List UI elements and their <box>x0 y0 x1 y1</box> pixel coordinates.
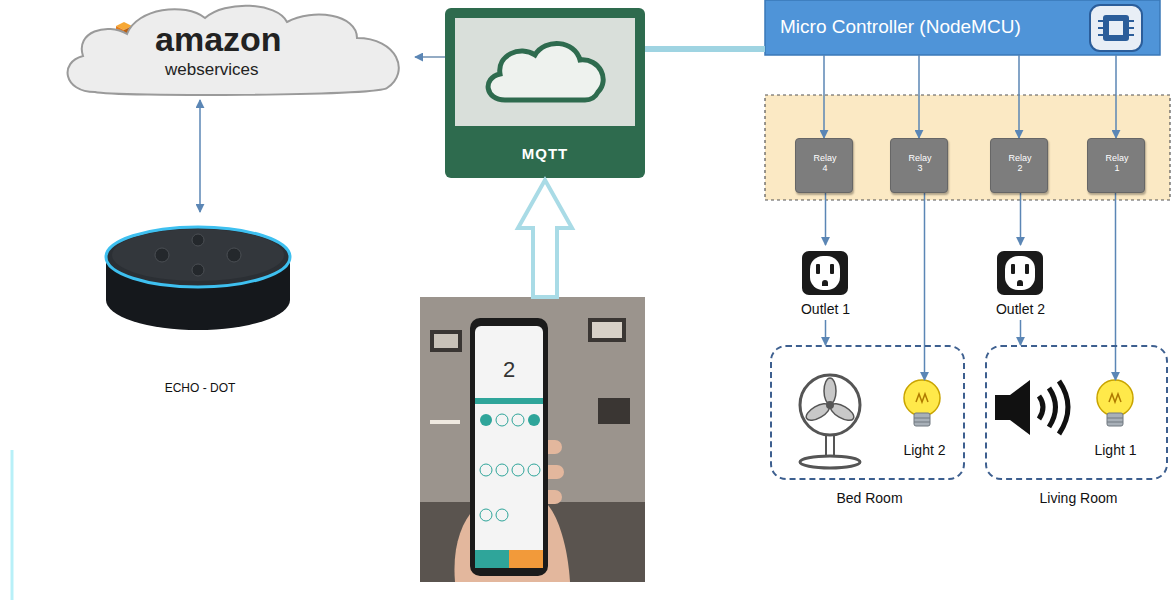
connector <box>918 55 920 138</box>
connector <box>825 320 827 345</box>
echo-dot-device <box>106 227 290 330</box>
connector <box>1115 193 1117 380</box>
fan-icon <box>800 375 860 468</box>
node-label: ECHO - DOT <box>165 382 236 396</box>
block-arrow <box>518 180 572 297</box>
relay-box: Relay 2 <box>990 138 1048 193</box>
broker-box: MQTT <box>445 8 645 178</box>
room-group: Bed RoomLight 2 <box>770 345 965 480</box>
relay-band <box>765 95 1170 200</box>
connector <box>645 46 765 52</box>
outlet: Outlet 2 <box>983 245 1058 320</box>
node-label: Outlet 1 <box>801 301 850 317</box>
connector <box>1018 55 1020 138</box>
node-label: amazon <box>155 20 282 59</box>
room-group: Living RoomLight 1 <box>985 345 1168 480</box>
phone-photo <box>420 297 645 582</box>
edge-decoration <box>11 450 14 600</box>
node-label: Light 2 <box>903 442 945 458</box>
node-label: Relay 4 <box>810 153 840 174</box>
light: Light 1 <box>1083 380 1148 465</box>
connector <box>199 100 201 212</box>
node-label: Light 1 <box>1094 442 1136 458</box>
node-label: Bed Room <box>836 490 902 506</box>
relay-box: Relay 3 <box>890 138 948 193</box>
outlet: Outlet 1 <box>788 245 863 320</box>
bulb-icons <box>904 380 1133 426</box>
connector <box>1020 320 1022 345</box>
controller-bar: Micro Controller (NodeMCU) <box>765 0 1160 55</box>
mqtt-box-graphic <box>445 8 645 178</box>
connector <box>415 56 445 58</box>
light: Light 2 <box>892 380 957 465</box>
node-label: webservices <box>165 60 259 80</box>
connector <box>1020 193 1022 245</box>
node-label: Relay 1 <box>1102 153 1132 174</box>
cloud-service: amazonwebservices <box>55 0 415 100</box>
node-label: Relay 2 <box>1005 153 1035 174</box>
node-label: 2 <box>503 357 515 382</box>
controller-bar-graphic <box>765 0 1160 55</box>
connector <box>823 55 825 138</box>
node-label: Living Room <box>1040 490 1118 506</box>
node-label: Outlet 2 <box>996 301 1045 317</box>
relay-box: Relay 4 <box>795 138 853 193</box>
node-label: MQTT <box>522 145 569 162</box>
connector <box>1115 55 1117 138</box>
cloud-shape <box>68 6 399 95</box>
speaker-device: ECHO - DOT <box>100 212 300 397</box>
phone-app: 2 <box>420 297 645 582</box>
connector <box>825 193 827 245</box>
node-label: Relay 3 <box>905 153 935 174</box>
node-label: Micro Controller (NodeMCU) <box>780 16 1021 38</box>
connector <box>924 193 926 380</box>
speaker-icon <box>995 380 1068 435</box>
relay-box: Relay 1 <box>1087 138 1145 193</box>
outlet-icons <box>802 251 1043 295</box>
